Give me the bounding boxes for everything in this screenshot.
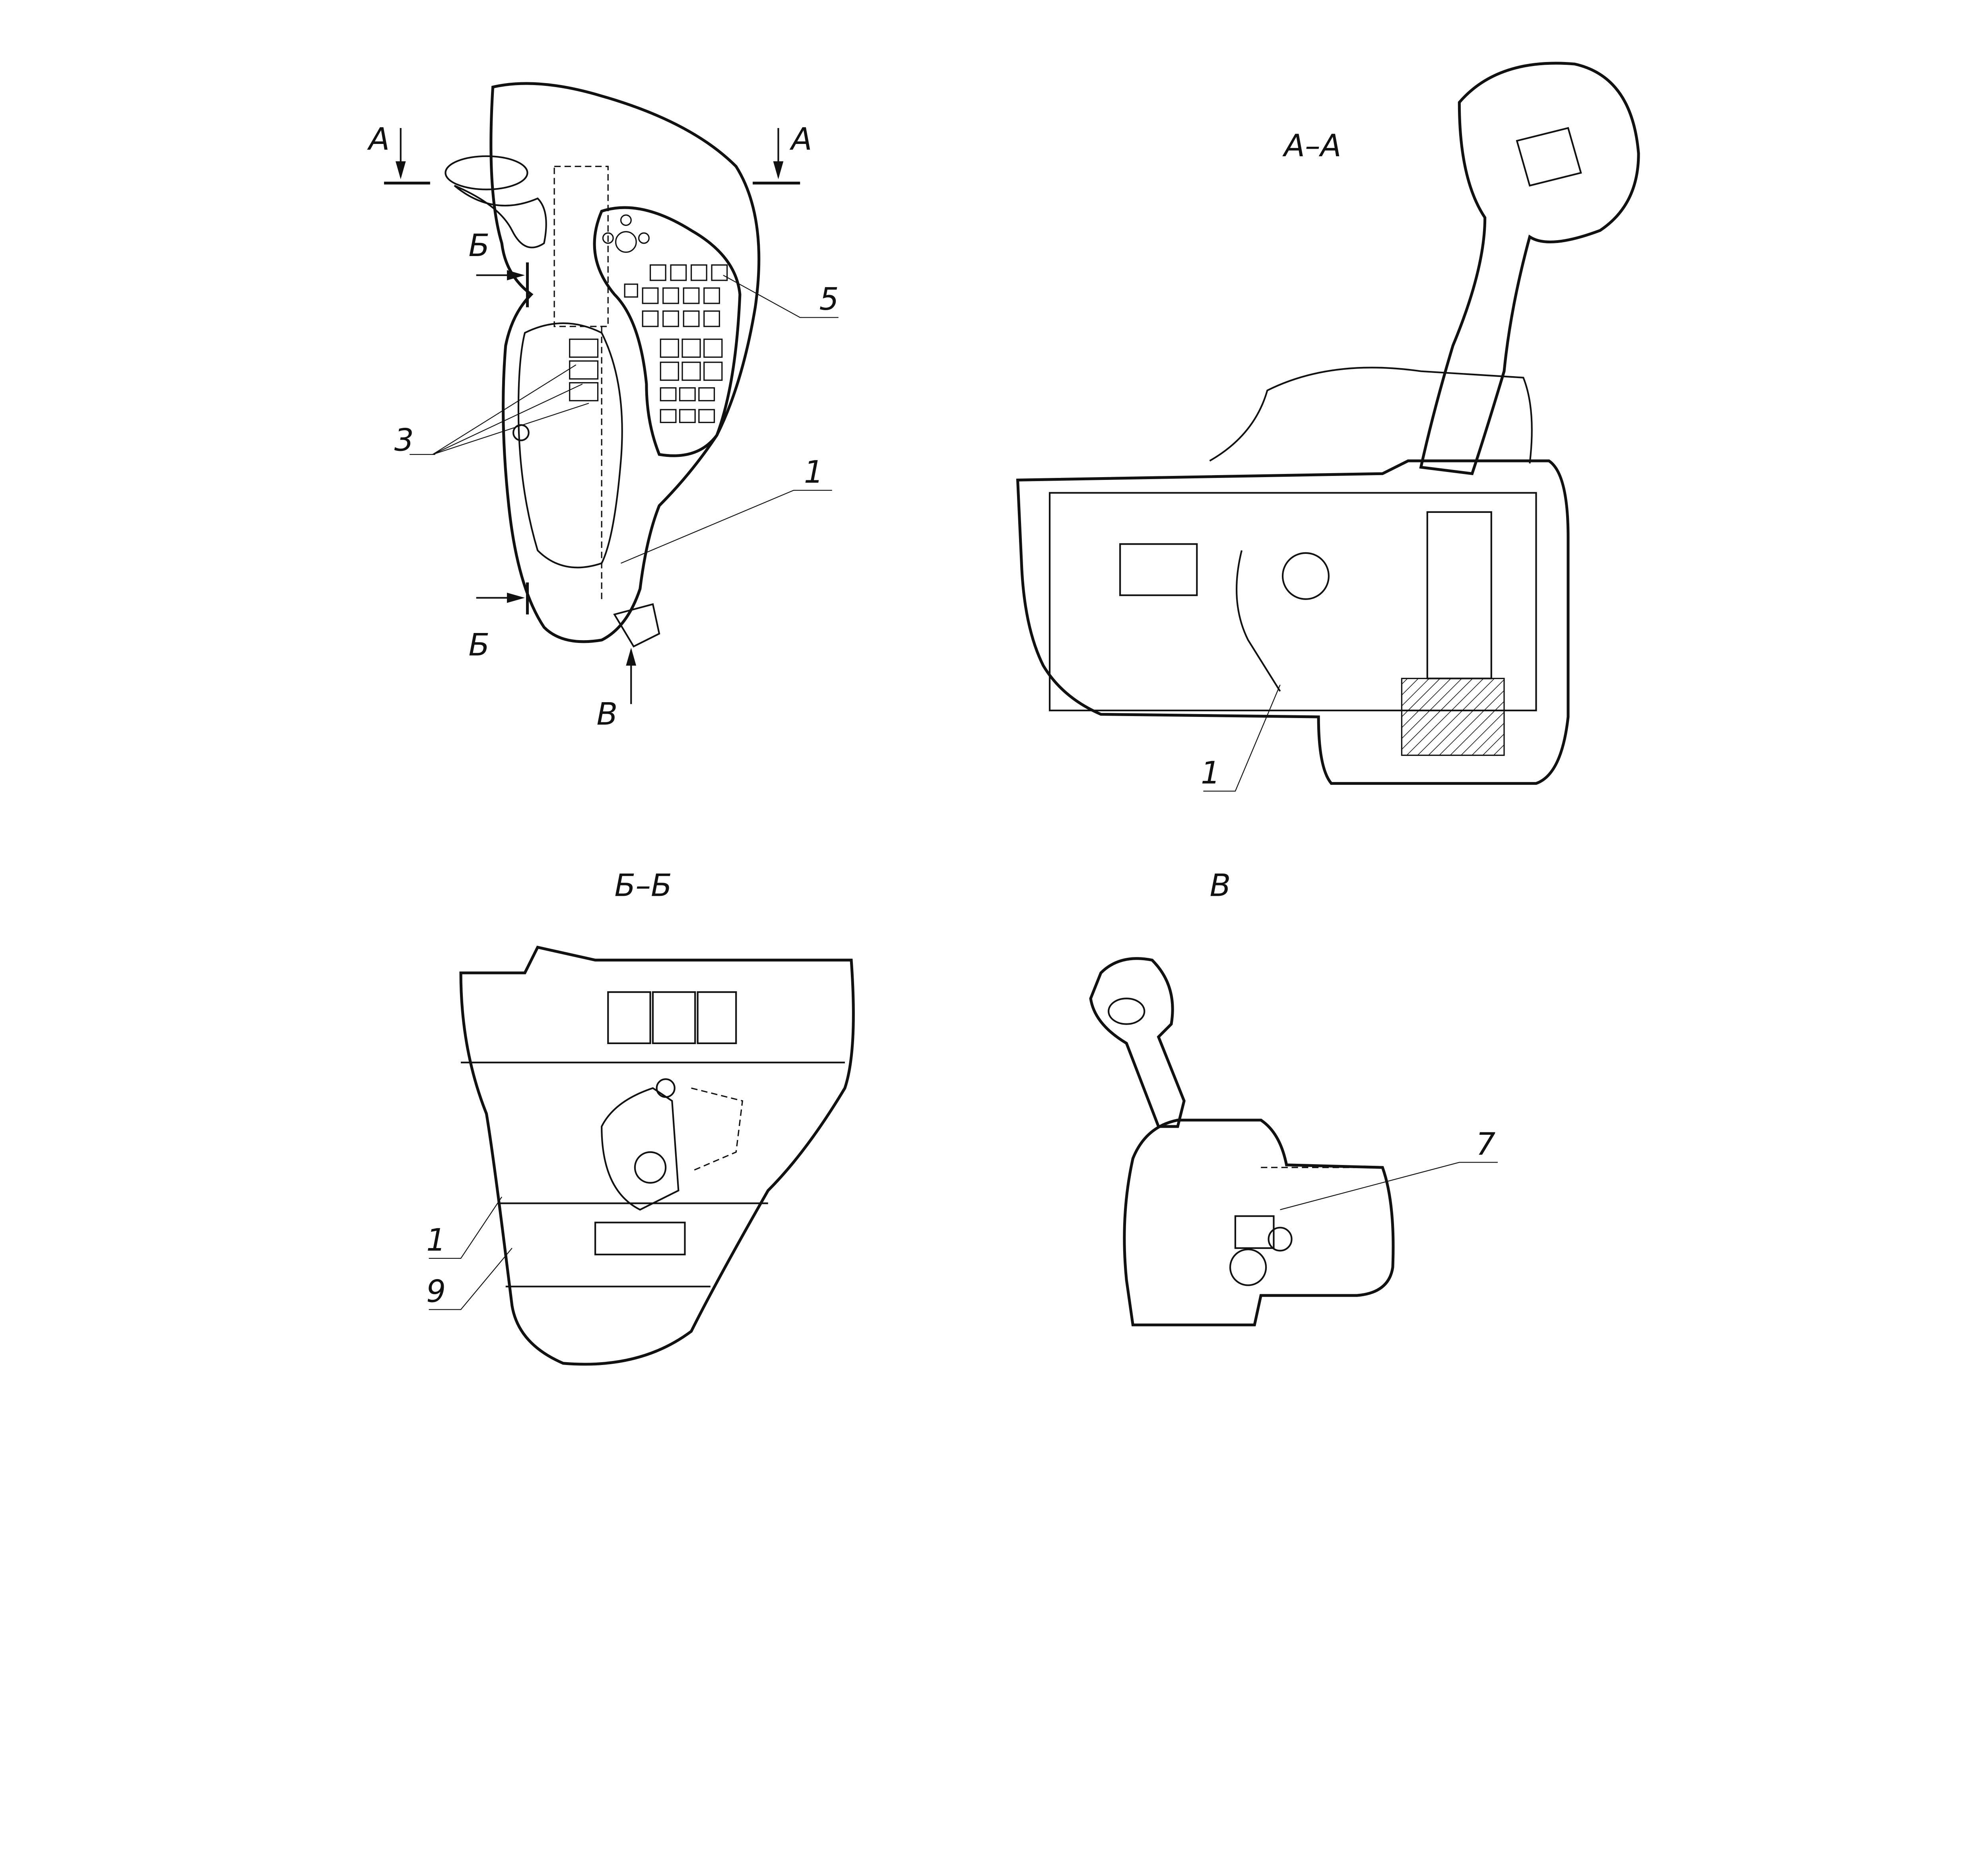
- handle-button: [1108, 998, 1145, 1025]
- keypad-buttons: [602, 214, 728, 423]
- view-v: В 7: [1089, 868, 1498, 1326]
- callout-1-aa: 1: [1201, 755, 1220, 791]
- limit-switch: [594, 1221, 686, 1256]
- view-v-arrow: [626, 648, 637, 704]
- section-a-right-label: А: [789, 122, 812, 157]
- leader-7: [1280, 1162, 1498, 1210]
- section-bb: Б–Б 1 9: [426, 868, 855, 1366]
- shaft-housing: [1426, 511, 1492, 680]
- view-v-title: В: [1209, 868, 1231, 904]
- callout-1-bb: 1: [426, 1223, 446, 1258]
- joystick-grip: [1419, 62, 1640, 476]
- lever-cam: [601, 1087, 679, 1211]
- connector-plug: [1268, 1227, 1293, 1252]
- section-a-left-arrow: [384, 128, 430, 184]
- section-bb-title: Б–Б: [614, 868, 672, 904]
- lever-pivot: [656, 1078, 676, 1098]
- connector: [613, 603, 660, 648]
- console-outline: [489, 82, 761, 643]
- inner-bracket: [1236, 550, 1281, 692]
- leader-3: [410, 364, 589, 455]
- view-v-housing: [1123, 1118, 1395, 1326]
- view-v-hole: [1229, 1248, 1267, 1286]
- technical-drawing: А А Б Б В 5 3 1: [367, 62, 1640, 1366]
- callout-3: 3: [394, 422, 414, 458]
- internal-block: [1119, 543, 1198, 596]
- connector-7: [1234, 1215, 1275, 1249]
- section-aa: А–А 1: [1016, 62, 1640, 792]
- joystick-handle-top: [445, 155, 547, 249]
- view-v-label: В: [596, 696, 617, 732]
- switch-block-3: [569, 338, 599, 402]
- section-boundary: [553, 165, 609, 327]
- callout-7: 7: [1476, 1126, 1495, 1162]
- callout-5: 5: [819, 282, 839, 317]
- leader-1-bb: [429, 1196, 503, 1259]
- cam-dashed: [691, 1087, 744, 1172]
- top-cover: [1209, 367, 1533, 464]
- callout-9-bb: 9: [426, 1274, 446, 1309]
- section-bb-outline: [459, 946, 855, 1366]
- section-b-bottom-label: Б: [468, 627, 489, 663]
- section-a-right-arrow: [753, 128, 800, 184]
- callout-1-main: 1: [804, 454, 823, 490]
- cam-pivot: [634, 1151, 667, 1184]
- keypad-panel: [593, 206, 742, 457]
- section-b-bottom-arrow: [476, 582, 529, 615]
- screw: [512, 424, 530, 441]
- leader-5: [723, 275, 839, 318]
- section-a-left-label: А: [367, 122, 390, 157]
- armrest-recess: [517, 322, 623, 569]
- micro-switch: [1281, 552, 1330, 600]
- section-b-top-label: Б: [468, 228, 489, 264]
- main-view: А А Б Б В 5 3 1: [367, 82, 839, 732]
- housing-outline: [1016, 459, 1570, 785]
- inner-frame: [1048, 492, 1537, 711]
- section-aa-title: А–А: [1282, 128, 1341, 164]
- leader-1-aa: [1203, 685, 1281, 792]
- leader-1-main: [621, 489, 832, 564]
- section-bb-windows: [607, 991, 737, 1045]
- spring-block: [1401, 678, 1505, 756]
- grip-button: [1516, 127, 1582, 187]
- section-b-top-arrow: [476, 262, 529, 307]
- leader-9-bb: [429, 1248, 513, 1310]
- view-v-handle: [1089, 957, 1186, 1128]
